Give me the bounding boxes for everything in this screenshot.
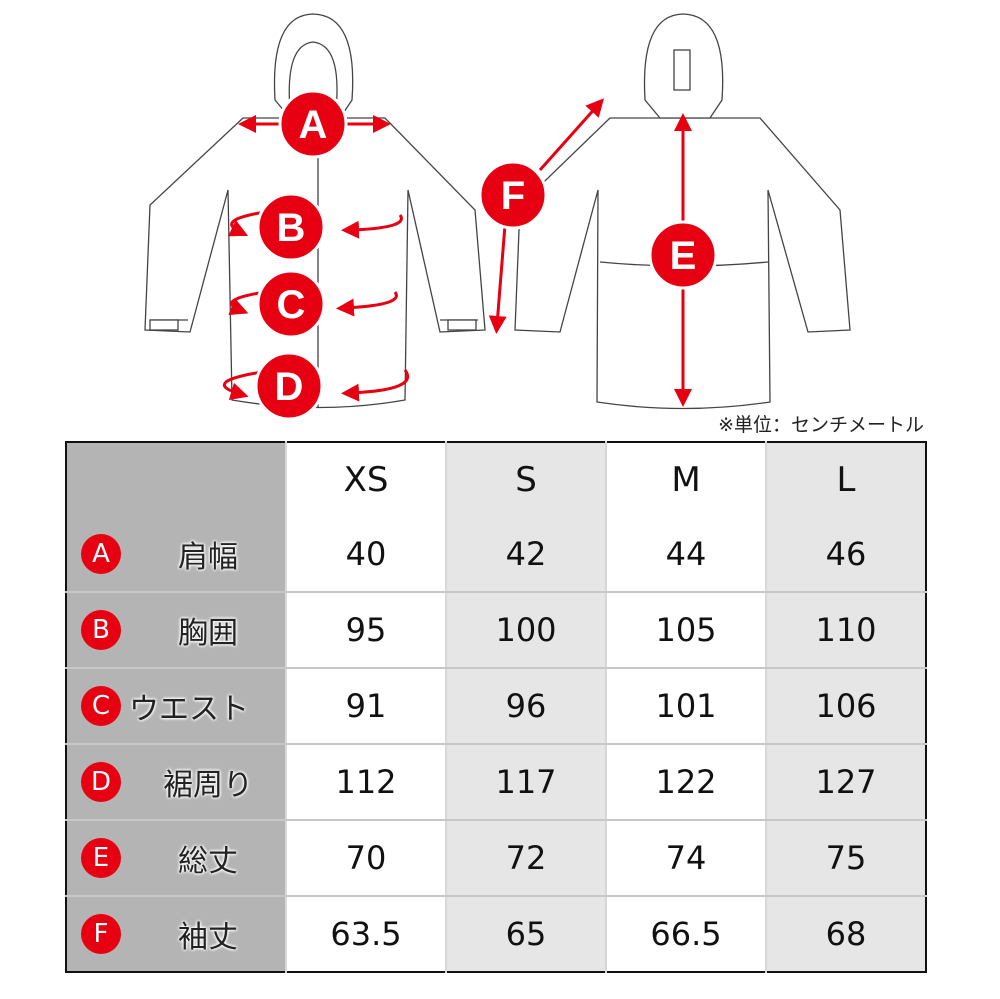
measurement-arrows (223, 98, 692, 407)
unit-note: ※単位：センチメートル (718, 414, 924, 436)
value-cell: 100 (446, 592, 607, 669)
marker-badge: A (81, 534, 121, 574)
value-cell: 42 (446, 517, 607, 593)
value-cell: 117 (446, 744, 607, 821)
size-header: S (446, 442, 607, 517)
marker-badge: B (81, 610, 121, 650)
row-label: 総丈 (178, 844, 238, 879)
value-cell: 122 (606, 744, 767, 821)
size-header: L (766, 442, 926, 517)
value-cell: 68 (766, 896, 926, 972)
value-cell: 72 (446, 820, 607, 897)
marker-c: C (256, 269, 326, 339)
svg-text:F: F (501, 174, 525, 218)
row-label-cell: C ウエスト (66, 668, 287, 745)
row-label-cell: D 裾周り (66, 744, 287, 821)
value-cell: 95 (286, 592, 447, 669)
size-header: XS (286, 442, 447, 517)
row-label-cell: B 胸囲 (66, 592, 287, 669)
value-cell: 40 (286, 517, 447, 593)
row-label: 袖丈 (178, 920, 238, 955)
svg-text:A: A (299, 103, 328, 147)
row-label: 胸囲 (178, 616, 238, 651)
svg-text:C: C (277, 283, 306, 327)
svg-text:D: D (275, 365, 304, 409)
row-label-cell: A 肩幅 (66, 517, 287, 593)
header-row: XS S M L (66, 442, 926, 517)
svg-text:E: E (670, 234, 697, 278)
row-label: ウエスト (129, 692, 249, 727)
marker-badge: E (81, 838, 121, 878)
value-cell: 70 (286, 820, 447, 897)
corner-cell (66, 442, 287, 517)
marker-a: A (278, 89, 348, 159)
marker-badge: D (81, 762, 121, 802)
marker-e: E (648, 220, 718, 290)
value-cell: 110 (766, 592, 926, 669)
jacket-front-outline (144, 13, 486, 409)
row-label: 肩幅 (178, 540, 238, 575)
row-label-cell: E 総丈 (66, 820, 287, 897)
marker-badge: F (81, 914, 121, 954)
svg-text:B: B (277, 206, 306, 250)
marker-f: F (478, 160, 548, 230)
marker-d: D (254, 351, 324, 421)
value-cell: 96 (446, 668, 607, 745)
marker-badge: C (81, 686, 121, 726)
value-cell: 74 (606, 820, 767, 897)
value-cell: 106 (766, 668, 926, 745)
value-cell: 65 (446, 896, 607, 972)
value-cell: 63.5 (286, 896, 447, 972)
jacket-measurement-diagram: A B C D F E (144, 13, 851, 421)
row-label: 裾周り (163, 768, 253, 803)
value-cell: 44 (606, 517, 767, 593)
value-cell: 105 (606, 592, 767, 669)
value-cell: 91 (286, 668, 447, 745)
marker-b: B (256, 192, 326, 262)
value-cell: 66.5 (606, 896, 767, 972)
value-cell: 75 (766, 820, 926, 897)
value-cell: 127 (766, 744, 926, 821)
row-label-cell: F 袖丈 (66, 896, 287, 972)
value-cell: 112 (286, 744, 447, 821)
size-header: M (606, 442, 767, 517)
value-cell: 101 (606, 668, 767, 745)
value-cell: 46 (766, 517, 926, 593)
